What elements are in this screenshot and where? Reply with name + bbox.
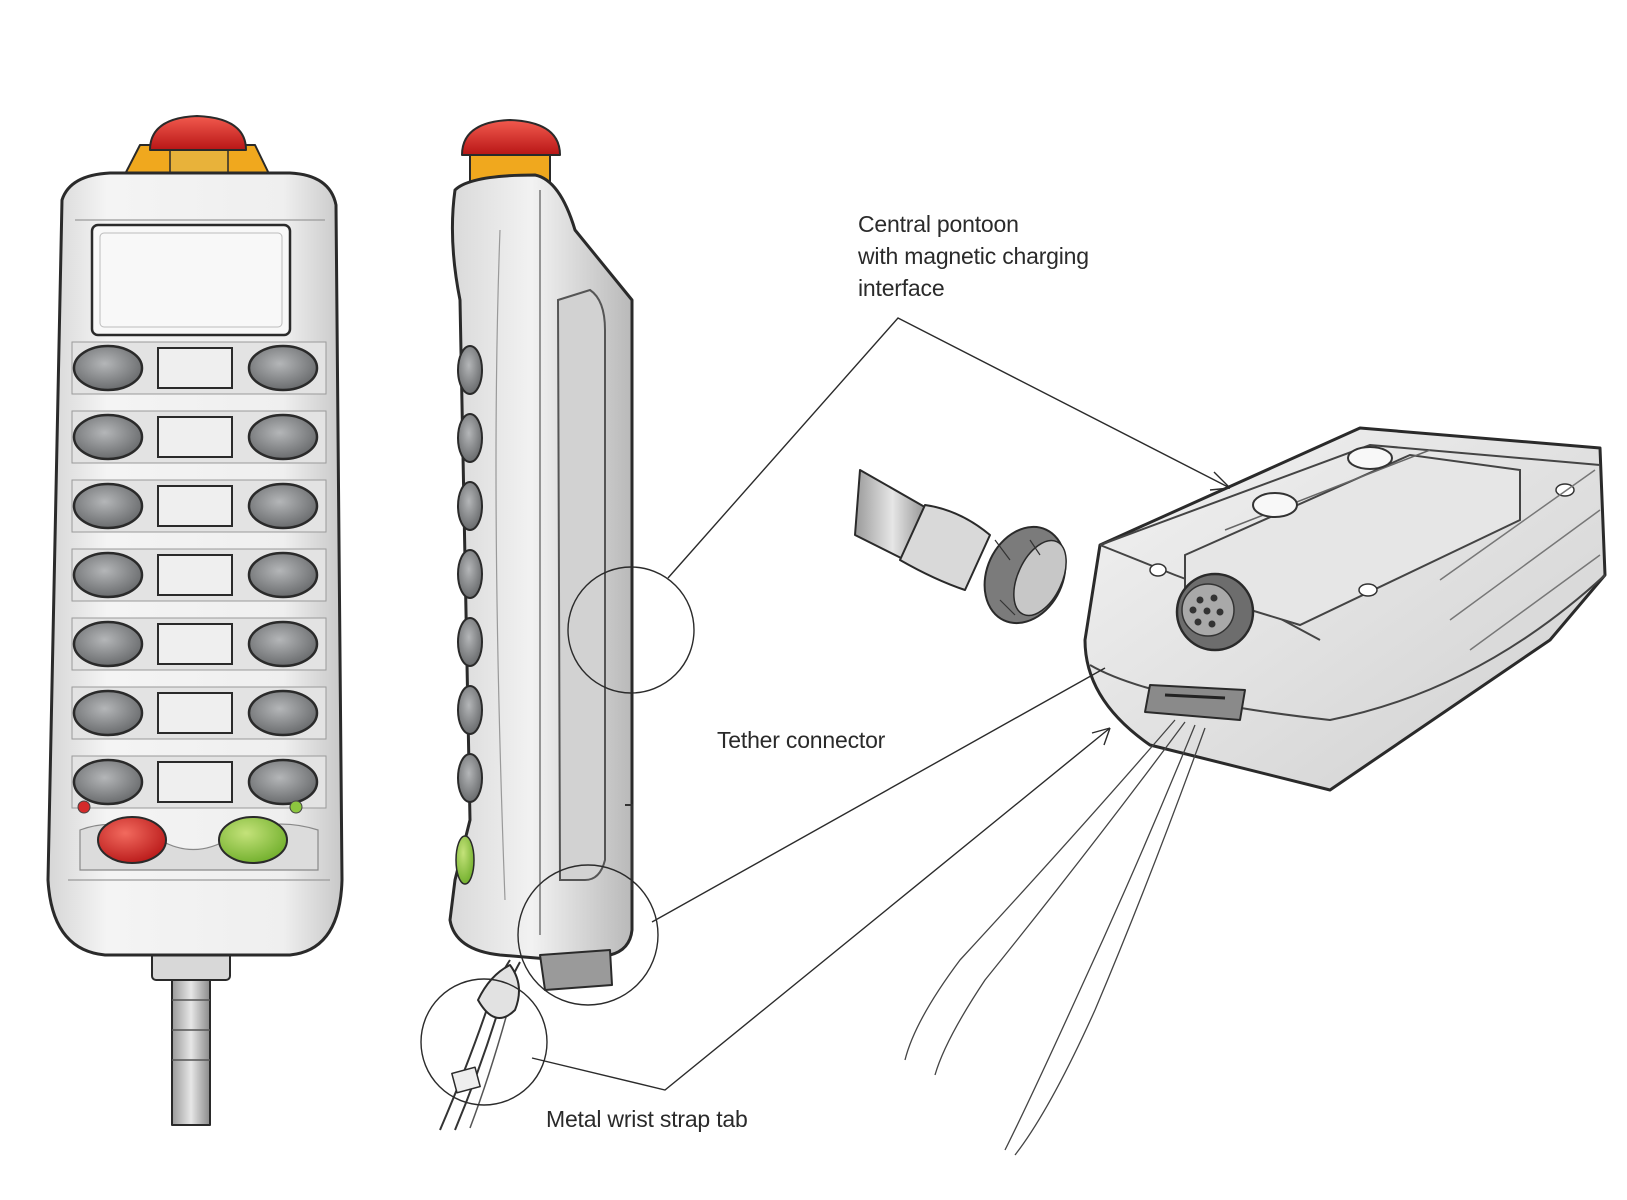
label-metal-wrist-strap-tab: Metal wrist strap tab: [546, 1106, 748, 1132]
display-screen: [90, 223, 292, 337]
pontoon-screw-1: [1252, 492, 1298, 518]
stop-button: [97, 816, 167, 864]
side-key: [457, 413, 483, 463]
keypad-button-left: [72, 758, 144, 806]
label-central-pontoon: Central pontoon with magnetic charging i…: [858, 208, 1089, 304]
callout-line-strap: [531, 727, 1111, 1091]
side-emergency-stop: [461, 119, 561, 156]
key-label-window: [157, 416, 233, 458]
label-pontoon-line-2: with magnetic charging: [858, 243, 1089, 269]
key-label-window: [157, 347, 233, 389]
keypad-button-right: [247, 344, 319, 392]
keypad-button-right: [247, 758, 319, 806]
side-key: [457, 481, 483, 531]
keypad-button-right: [247, 413, 319, 461]
key-label-window: [157, 485, 233, 527]
key-label-window: [157, 761, 233, 803]
charging-pontoon: [904, 426, 1607, 1156]
side-key: [457, 549, 483, 599]
keypad-button-left: [72, 344, 144, 392]
emergency-stop-button: [149, 115, 247, 151]
pendant-front-view: [46, 115, 344, 1126]
pontoon-screw-2: [1347, 446, 1393, 470]
side-key: [457, 753, 483, 803]
side-key: [457, 617, 483, 667]
side-green-key: [455, 835, 475, 885]
callout-line-tether: [651, 667, 1106, 923]
side-key: [457, 685, 483, 735]
keypad-button-left: [72, 413, 144, 461]
cable-front: [171, 964, 211, 1126]
keypad-button-right: [247, 620, 319, 668]
key-label-window: [157, 554, 233, 596]
keypad-button-left: [72, 620, 144, 668]
callout-circle-strap: [420, 978, 548, 1106]
side-key: [457, 345, 483, 395]
callouts: [420, 317, 1231, 1106]
key-label-window: [157, 623, 233, 665]
button-grid: [71, 341, 327, 809]
keypad-button-right: [247, 551, 319, 599]
keypad-button-left: [72, 551, 144, 599]
key-label-window: [157, 692, 233, 734]
callout-circle-pontoon: [567, 566, 695, 694]
label-pontoon-line-3: interface: [858, 275, 945, 301]
start-button: [218, 816, 288, 864]
callout-line-pontoon: [667, 317, 1231, 579]
green-indicator-led: [289, 800, 303, 814]
keypad-button-left: [72, 482, 144, 530]
side-tether-connector: [539, 949, 613, 991]
label-pontoon-line-1: Central pontoon: [858, 211, 1019, 237]
keypad-button-left: [72, 689, 144, 737]
side-keys: [457, 345, 483, 803]
keypad-button-right: [247, 482, 319, 530]
label-tether-connector: Tether connector: [717, 727, 886, 753]
side-grip: [556, 288, 606, 881]
red-indicator-led: [77, 800, 91, 814]
keypad-button-right: [247, 689, 319, 737]
tether-plug: [854, 469, 1067, 625]
wrist-strap-loop: [477, 964, 520, 1019]
pendant-side-view: [439, 119, 634, 1131]
callout-circle-tether: [517, 864, 659, 1006]
